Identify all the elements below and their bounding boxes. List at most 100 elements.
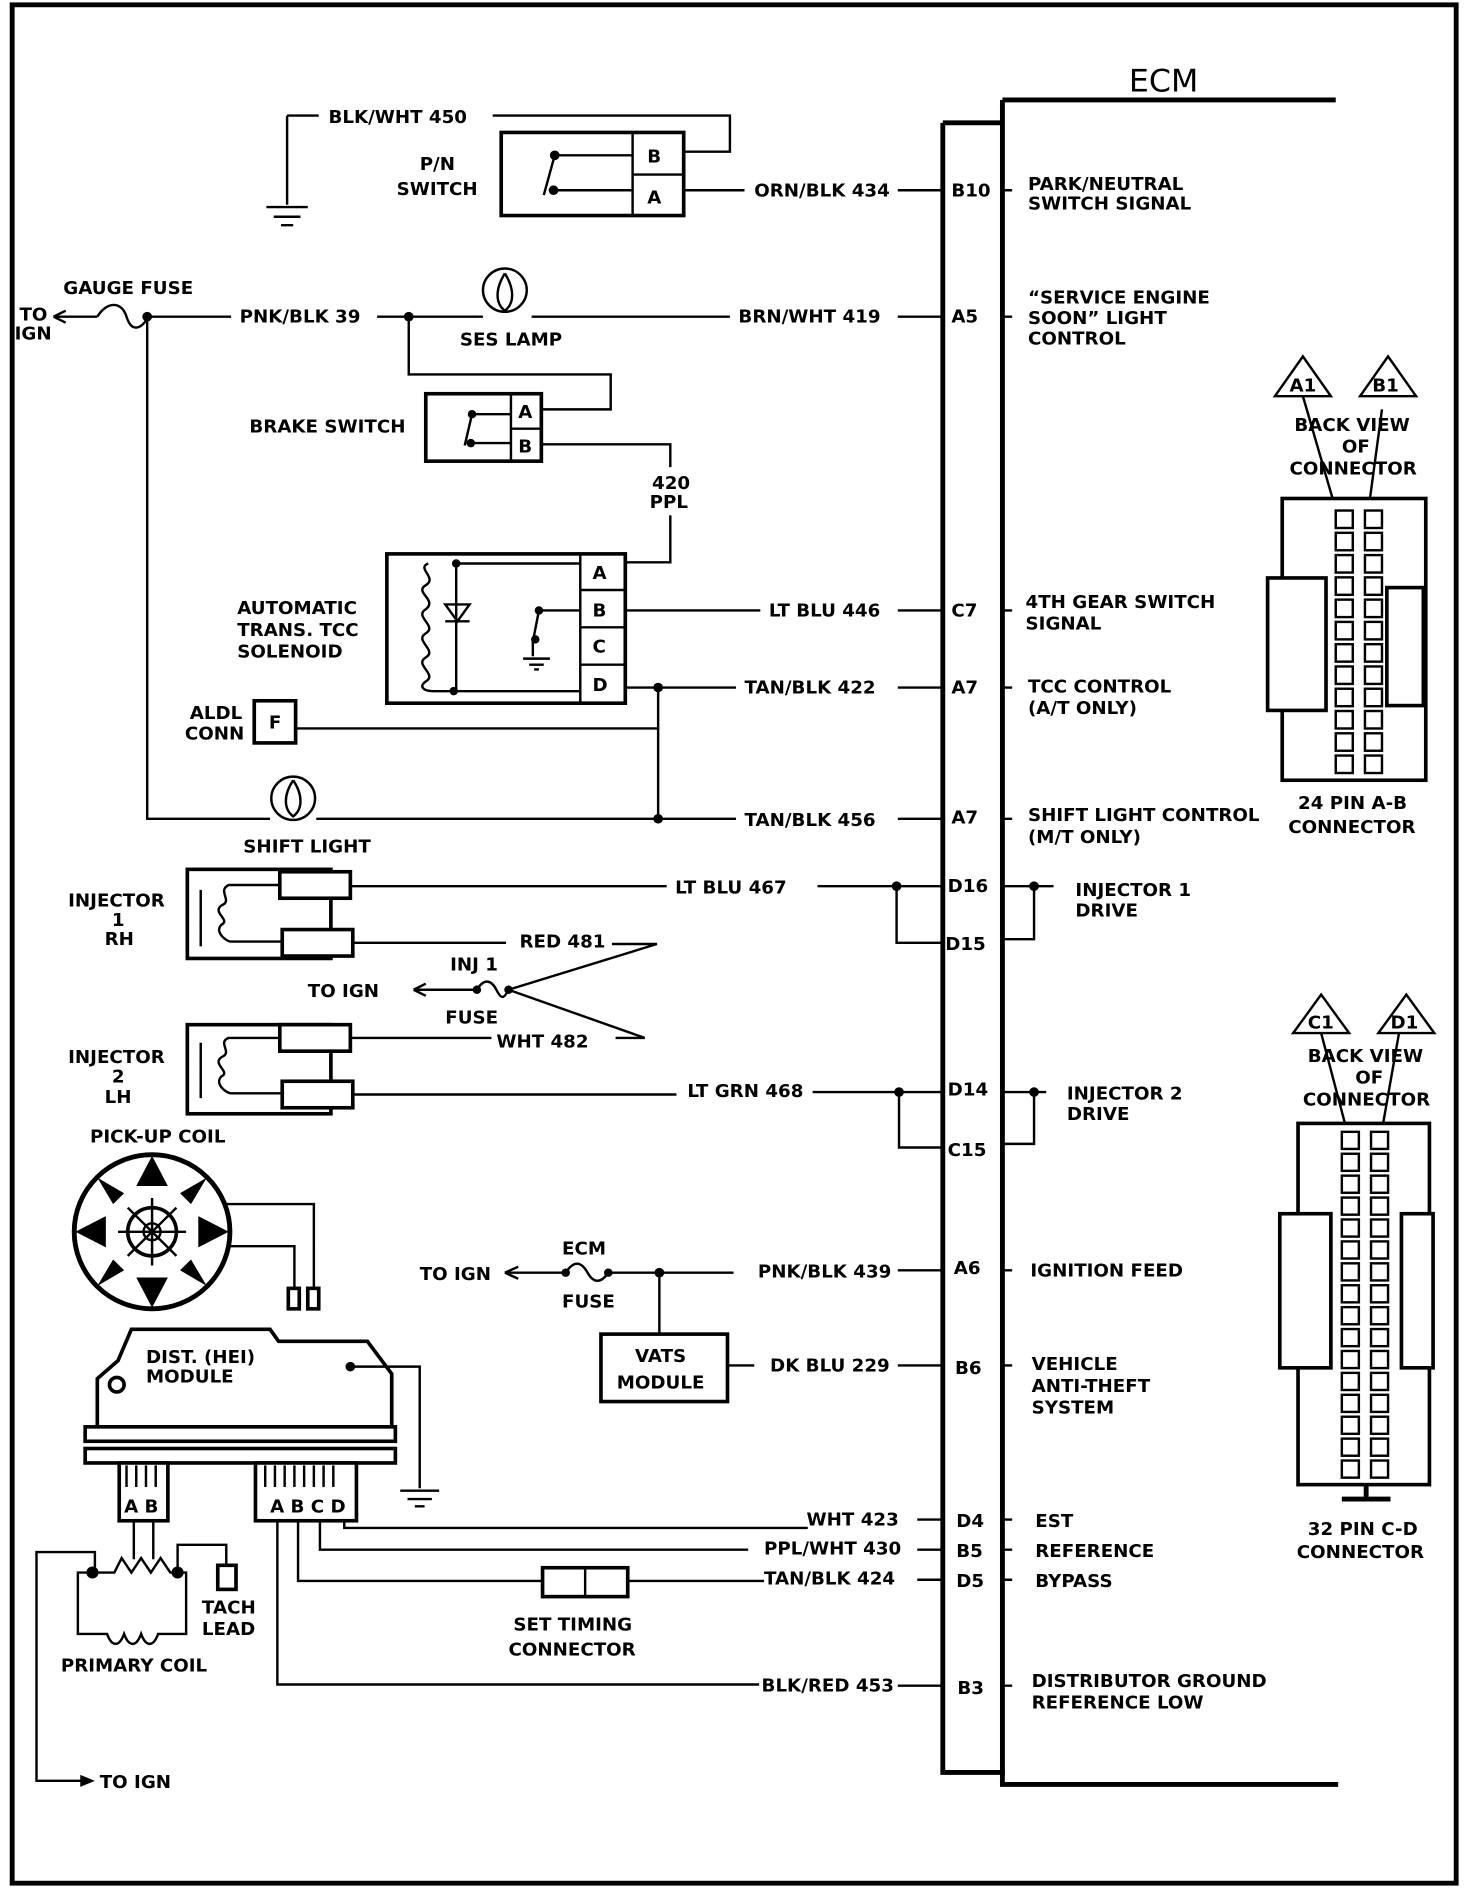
ground-symbol (400, 1489, 440, 1508)
pin-row-b10: B10 ORN/BLK 434 PARK/NEUTRAL SWITCH SIGN… (754, 174, 1191, 214)
connector-cavity (1340, 1196, 1361, 1216)
pin-grid-32 (1340, 1130, 1390, 1479)
ecm-function: REFERENCE (1035, 1541, 1154, 1562)
pin-tag-d1 (1375, 992, 1437, 1035)
ecm-function: BYPASS (1035, 1571, 1112, 1592)
injector-1: INJECTOR 1 RH RED 481 (68, 867, 943, 1040)
injector-1-label: RH (105, 929, 134, 950)
connector-side-latch (1277, 1211, 1333, 1370)
connector-cavity (1369, 1174, 1390, 1194)
ecm-drive-jumpers (1002, 885, 1054, 1146)
connector-name: 24 PIN A-B (1298, 793, 1407, 814)
wire-label-450: BLK/WHT 450 (328, 107, 467, 128)
tag-c1: C1 (1308, 1012, 1334, 1033)
connector-abcd (253, 1461, 359, 1523)
fuse-icon (475, 980, 510, 999)
contact-dot (467, 409, 477, 419)
brake-switch-label: BRAKE SWITCH (249, 416, 405, 437)
ecm-function: DISTRIBUTOR GROUND (1032, 1671, 1267, 1692)
tcc-solenoid: A B C D AUTOMATIC TRANS. TCC SOLENOID (237, 552, 761, 824)
connector-cavity (1340, 1262, 1361, 1282)
pin-tag-b1 (1357, 354, 1419, 398)
tag-a1: A1 (1290, 375, 1317, 396)
inj1-fuse: INJ 1 FUSE TO IGN (308, 955, 513, 1029)
inj-fuse-fan (504, 942, 658, 1040)
pin-label: B6 (955, 1358, 982, 1379)
coil-icon (199, 883, 283, 947)
pin-label: A7 (951, 808, 978, 829)
ab-leads (132, 1520, 155, 1560)
ecm-body-outline (999, 97, 1339, 1787)
ecm-function: “SERVICE ENGINE (1028, 288, 1210, 309)
lamp-icon (481, 267, 528, 314)
connector-cavity (1340, 1174, 1361, 1194)
hei-module-label: DIST. (HEI) (146, 1347, 255, 1368)
injector-2: INJECTOR 2 LH WHT 482 (68, 1022, 943, 1149)
connector-cavity (1334, 620, 1354, 641)
primary-coil: TACH LEAD PRIMARY COIL TO IGN (35, 1520, 256, 1793)
terminal-dividers (579, 553, 626, 704)
pin-row-d4: D4 WHT 423 EST (807, 1510, 1074, 1532)
ecm-function: INJECTOR 2 (1067, 1083, 1183, 1104)
hei-module: DIST. (HEI) MODULE A B A B C D SET TIMIN… (83, 1327, 808, 1686)
arrow-right-icon (80, 1774, 95, 1787)
connector-cavity (1363, 642, 1384, 663)
connector-name: CONNECTOR (1288, 817, 1415, 838)
connector-cavity (1340, 1327, 1361, 1348)
fuse-icon (96, 303, 150, 329)
tach-lead-label: TACH (202, 1598, 256, 1619)
connector-cavity (1340, 1240, 1361, 1260)
wire-label: PPL/WHT 430 (764, 1539, 901, 1560)
aldl-connector: F ALDL CONN (185, 698, 298, 745)
ecm-function: SOON” LIGHT (1028, 308, 1167, 329)
connector-cavity (1334, 598, 1354, 619)
connector-cavity (1340, 1437, 1361, 1457)
to-ign-label: IGN (15, 324, 52, 345)
hei-mount-hole (107, 1375, 126, 1394)
connector-cavity (1363, 754, 1384, 775)
vats-module-box (599, 1332, 730, 1404)
wire-468 (352, 1090, 943, 1149)
arrow-left-icon (504, 1265, 566, 1280)
hei-flange (83, 1425, 398, 1444)
arrow-left-icon (52, 309, 98, 324)
ecm-fuse-top: ECM (562, 1239, 606, 1260)
ses-circuit: GAUGE FUSE TO IGN PNK/BLK 39 SES LAMP (15, 267, 730, 820)
wire-467 (350, 885, 943, 944)
connector-cavity (1369, 1262, 1390, 1282)
ecm-function: INJECTOR 1 (1075, 880, 1191, 901)
ecm-function: SHIFT LIGHT CONTROL (1028, 805, 1260, 826)
wire-422 (287, 686, 736, 819)
injector-2-pin (280, 1079, 355, 1110)
pin-label: A5 (951, 307, 978, 328)
connector-name: 32 PIN C-D (1308, 1519, 1418, 1540)
pin-label: D16 (948, 876, 989, 897)
brake-feed-wire (407, 316, 612, 411)
ecm-pin-strip (940, 120, 1005, 1775)
inj1-fuse-bottom: FUSE (445, 1008, 498, 1029)
wire-label: PNK/BLK 439 (758, 1262, 891, 1283)
connector-cavity (1369, 1349, 1390, 1370)
tcc-solenoid-label: SOLENOID (237, 642, 342, 663)
gauge-fuse-label: GAUGE FUSE (63, 278, 193, 299)
aldl-box (252, 698, 298, 745)
pin-row-a6: A6 PNK/BLK 439 IGNITION FEED (758, 1258, 1183, 1283)
ecm-function: DRIVE (1067, 1104, 1130, 1125)
fuse-icon (564, 1262, 610, 1283)
terminal-a: A (647, 188, 661, 209)
ecm-fuse-vats: ECM FUSE TO IGN VATS MODULE (420, 1239, 755, 1404)
wire-label: WHT 423 (807, 1510, 899, 1531)
connector-pins (125, 1465, 335, 1488)
shift-light-label: SHIFT LIGHT (243, 837, 371, 858)
injector-1-pin (277, 869, 353, 901)
connector-side-latch (1265, 576, 1328, 713)
module-ground-wire (350, 1365, 421, 1489)
arrow-left-icon (413, 982, 477, 997)
ecm-function: IGNITION FEED (1030, 1260, 1183, 1281)
pin-row-d15: D15 (945, 934, 986, 955)
connector-cavity (1334, 754, 1354, 775)
terminal-d: D (592, 675, 607, 696)
hei-flange (83, 1446, 398, 1465)
pin-label: B3 (957, 1678, 984, 1699)
